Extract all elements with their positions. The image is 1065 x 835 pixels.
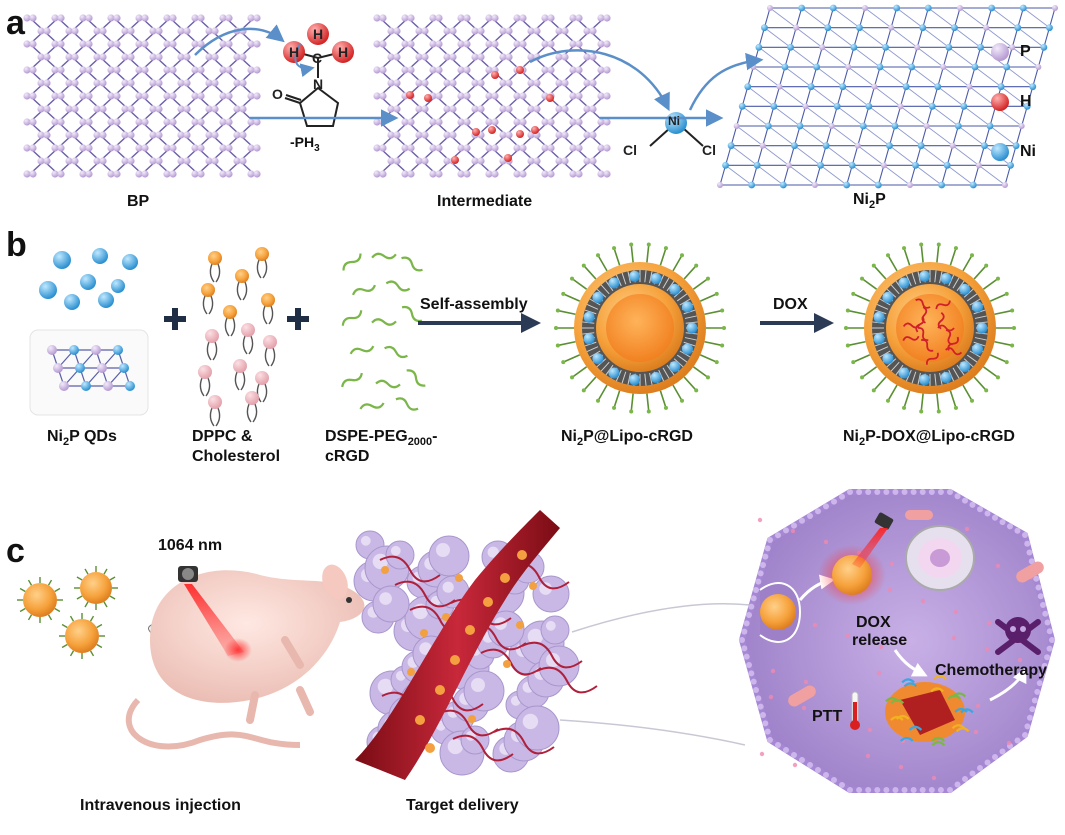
ni2p-lipo-crgd-label: Ni2P@Lipo-cRGD	[561, 428, 693, 449]
hydrogen-shift-arrow	[294, 43, 315, 78]
nmp-molecule	[283, 23, 354, 127]
nmp-o-label: O	[272, 86, 283, 102]
wavelength-label: 1064 nm	[158, 537, 223, 554]
skull-icon	[995, 617, 1041, 655]
laser-source-icon	[178, 566, 198, 582]
dox-label: DOX	[773, 296, 808, 313]
panel-label-a: a	[6, 4, 25, 42]
cell-laser-icon	[852, 512, 894, 568]
dox-release-label-2: release	[852, 632, 908, 649]
intermediate-lattice	[373, 14, 611, 178]
cl-right-label: Cl	[702, 142, 716, 158]
legend-label-ni: Ni	[1020, 143, 1036, 160]
intravenous-injection-label: Intravenous injection	[80, 797, 241, 814]
bp-to-nmp-curved-arrow	[194, 24, 285, 56]
ph3-elimination-label: -PH3	[290, 134, 320, 154]
thermometer-icon	[850, 691, 860, 730]
qd-lattice	[47, 345, 135, 391]
chemotherapy-label: Chemotherapy	[935, 662, 1048, 679]
pyrrolidone-ring	[298, 86, 340, 127]
mouse-tail	[125, 697, 301, 750]
free-nanoparticles	[17, 566, 118, 659]
vessel-nanoparticles	[415, 550, 527, 753]
nmp-h-top-label: H	[313, 26, 324, 42]
chemo-arrow	[989, 667, 1027, 702]
ptt-label: PTT	[812, 708, 843, 725]
cl-left-label: Cl	[623, 142, 637, 158]
dspe-peg-crgd-strands	[341, 252, 426, 411]
nmp-h-right-label: H	[338, 44, 349, 60]
plus-sign-1	[164, 308, 186, 330]
mouse-eye	[346, 597, 352, 603]
ni2p-label: Ni2P	[853, 191, 886, 212]
crgd-label: cRGD	[325, 448, 370, 465]
mouse-illustration	[125, 564, 365, 750]
target-delivery-label: Target delivery	[406, 797, 519, 814]
intermediate-hydrogen-atoms	[406, 66, 554, 164]
ni2p-dox-lipo-crgd-label: Ni2P-DOX@Lipo-cRGD	[843, 428, 1015, 449]
lysosome-nanoparticle	[832, 555, 872, 595]
dppc-cholesterol-molecules	[198, 247, 277, 427]
intermediate-to-ni-curved-arrow	[529, 49, 670, 112]
legend-spheres	[991, 43, 1009, 161]
mitochondria	[788, 510, 1044, 707]
nmp-c-label: C	[312, 50, 323, 66]
ni2p-qd-spheres	[39, 248, 138, 310]
nucleus	[905, 525, 975, 591]
ni2p-lipo-crgd-liposome	[554, 242, 726, 414]
mouse-ear	[322, 564, 348, 600]
endocytosed-nanoparticle	[760, 594, 796, 630]
self-assembly-label: Self-assembly	[420, 296, 528, 313]
plus-sign-2	[287, 308, 309, 330]
cholesterol-label: Cholesterol	[192, 448, 281, 465]
nmp-n-label: N	[313, 76, 324, 92]
h-atom-top	[307, 23, 329, 45]
ni-to-ni2p-curved-arrow	[688, 52, 764, 111]
qd-lattice-box	[29, 329, 149, 416]
ni2p-dox-lipo-crgd-liposome	[844, 242, 1016, 414]
panel-label-b: b	[6, 226, 27, 264]
bp-label: BP	[127, 193, 150, 210]
h-atom-right	[332, 41, 354, 63]
ni2p-qds-label: Ni2P QDs	[47, 428, 117, 449]
legend-label-p: P	[1020, 43, 1031, 60]
zoom-line-bottom	[559, 719, 746, 746]
ni-atom-label: Ni	[668, 114, 680, 128]
panel-label-c: c	[6, 532, 25, 570]
bp-lattice	[23, 14, 261, 178]
dspe-peg-label: DSPE-PEG2000-	[325, 428, 438, 449]
legend-label-h: H	[1020, 93, 1032, 110]
intermediate-label: Intermediate	[437, 193, 533, 210]
cell-membrane-pattern	[739, 489, 1055, 793]
dox-release-label-1: DOX	[856, 614, 891, 631]
dppc-label: DPPC &	[192, 428, 253, 445]
nmp-h-left-label: H	[289, 44, 300, 60]
zoom-line-top	[571, 603, 751, 633]
laser-beam	[184, 584, 244, 656]
dying-nucleus	[885, 674, 974, 747]
dox-release-arrow	[893, 649, 928, 677]
cancer-cell	[738, 489, 1056, 793]
